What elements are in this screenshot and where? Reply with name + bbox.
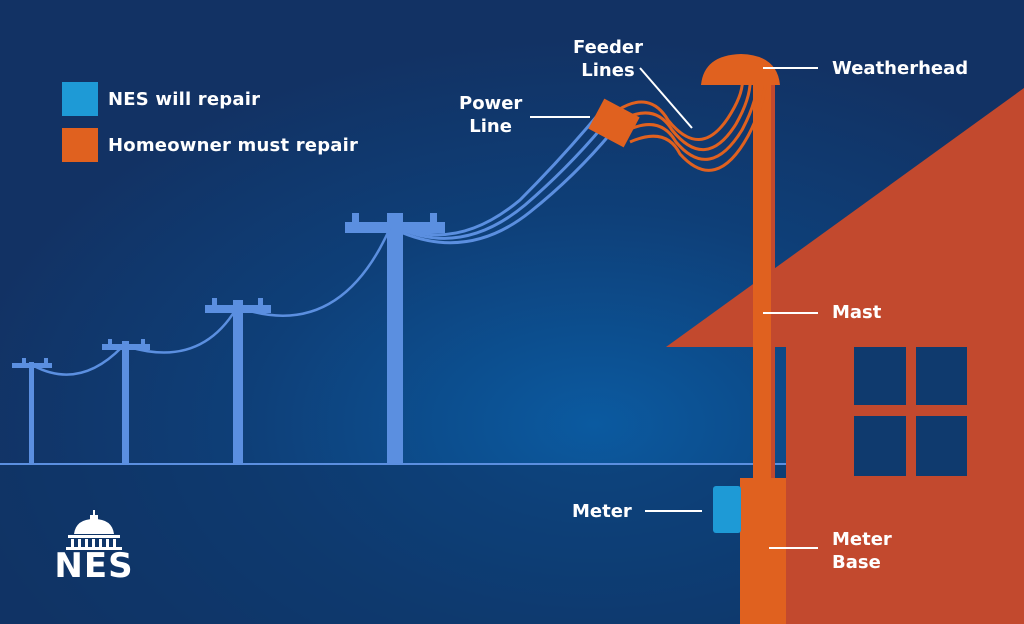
- utility-pole-4: [345, 213, 445, 464]
- power-lines: [33, 115, 613, 376]
- label-mast: Mast: [832, 302, 882, 323]
- legend-item-homeowner: Homeowner must repair: [62, 127, 358, 163]
- legend-swatch-orange: [62, 128, 98, 162]
- legend-item-nes: NES will repair: [62, 81, 358, 117]
- meter: [713, 486, 741, 533]
- line-connector: [588, 98, 640, 148]
- utility-pole-2: [102, 339, 150, 464]
- label-weatherhead: Weatherhead: [832, 58, 969, 79]
- legend-label-nes: NES will repair: [108, 88, 261, 110]
- utility-poles: [12, 213, 445, 464]
- capitol-dome-icon: [66, 510, 122, 550]
- label-meter-base: Meter Base: [832, 529, 892, 573]
- label-feeder-lines: Feeder Lines: [573, 37, 643, 81]
- nes-logo: NES: [44, 510, 144, 590]
- house-window: [854, 347, 967, 476]
- legend: NES will repair Homeowner must repair: [62, 81, 358, 173]
- logo-text: NES: [54, 546, 134, 586]
- meter-base: [740, 478, 786, 624]
- feeder-lines: [617, 75, 768, 172]
- legend-label-homeowner: Homeowner must repair: [108, 134, 359, 156]
- mast-shadow: [771, 78, 775, 478]
- label-meter: Meter: [572, 501, 632, 522]
- utility-pole-3: [205, 298, 271, 464]
- legend-swatch-blue: [62, 82, 98, 116]
- weatherhead: [701, 54, 780, 85]
- label-power-line: Power Line: [459, 93, 523, 137]
- mast: [753, 78, 771, 478]
- callout-lines: [530, 67, 818, 549]
- utility-pole-1: [12, 358, 52, 464]
